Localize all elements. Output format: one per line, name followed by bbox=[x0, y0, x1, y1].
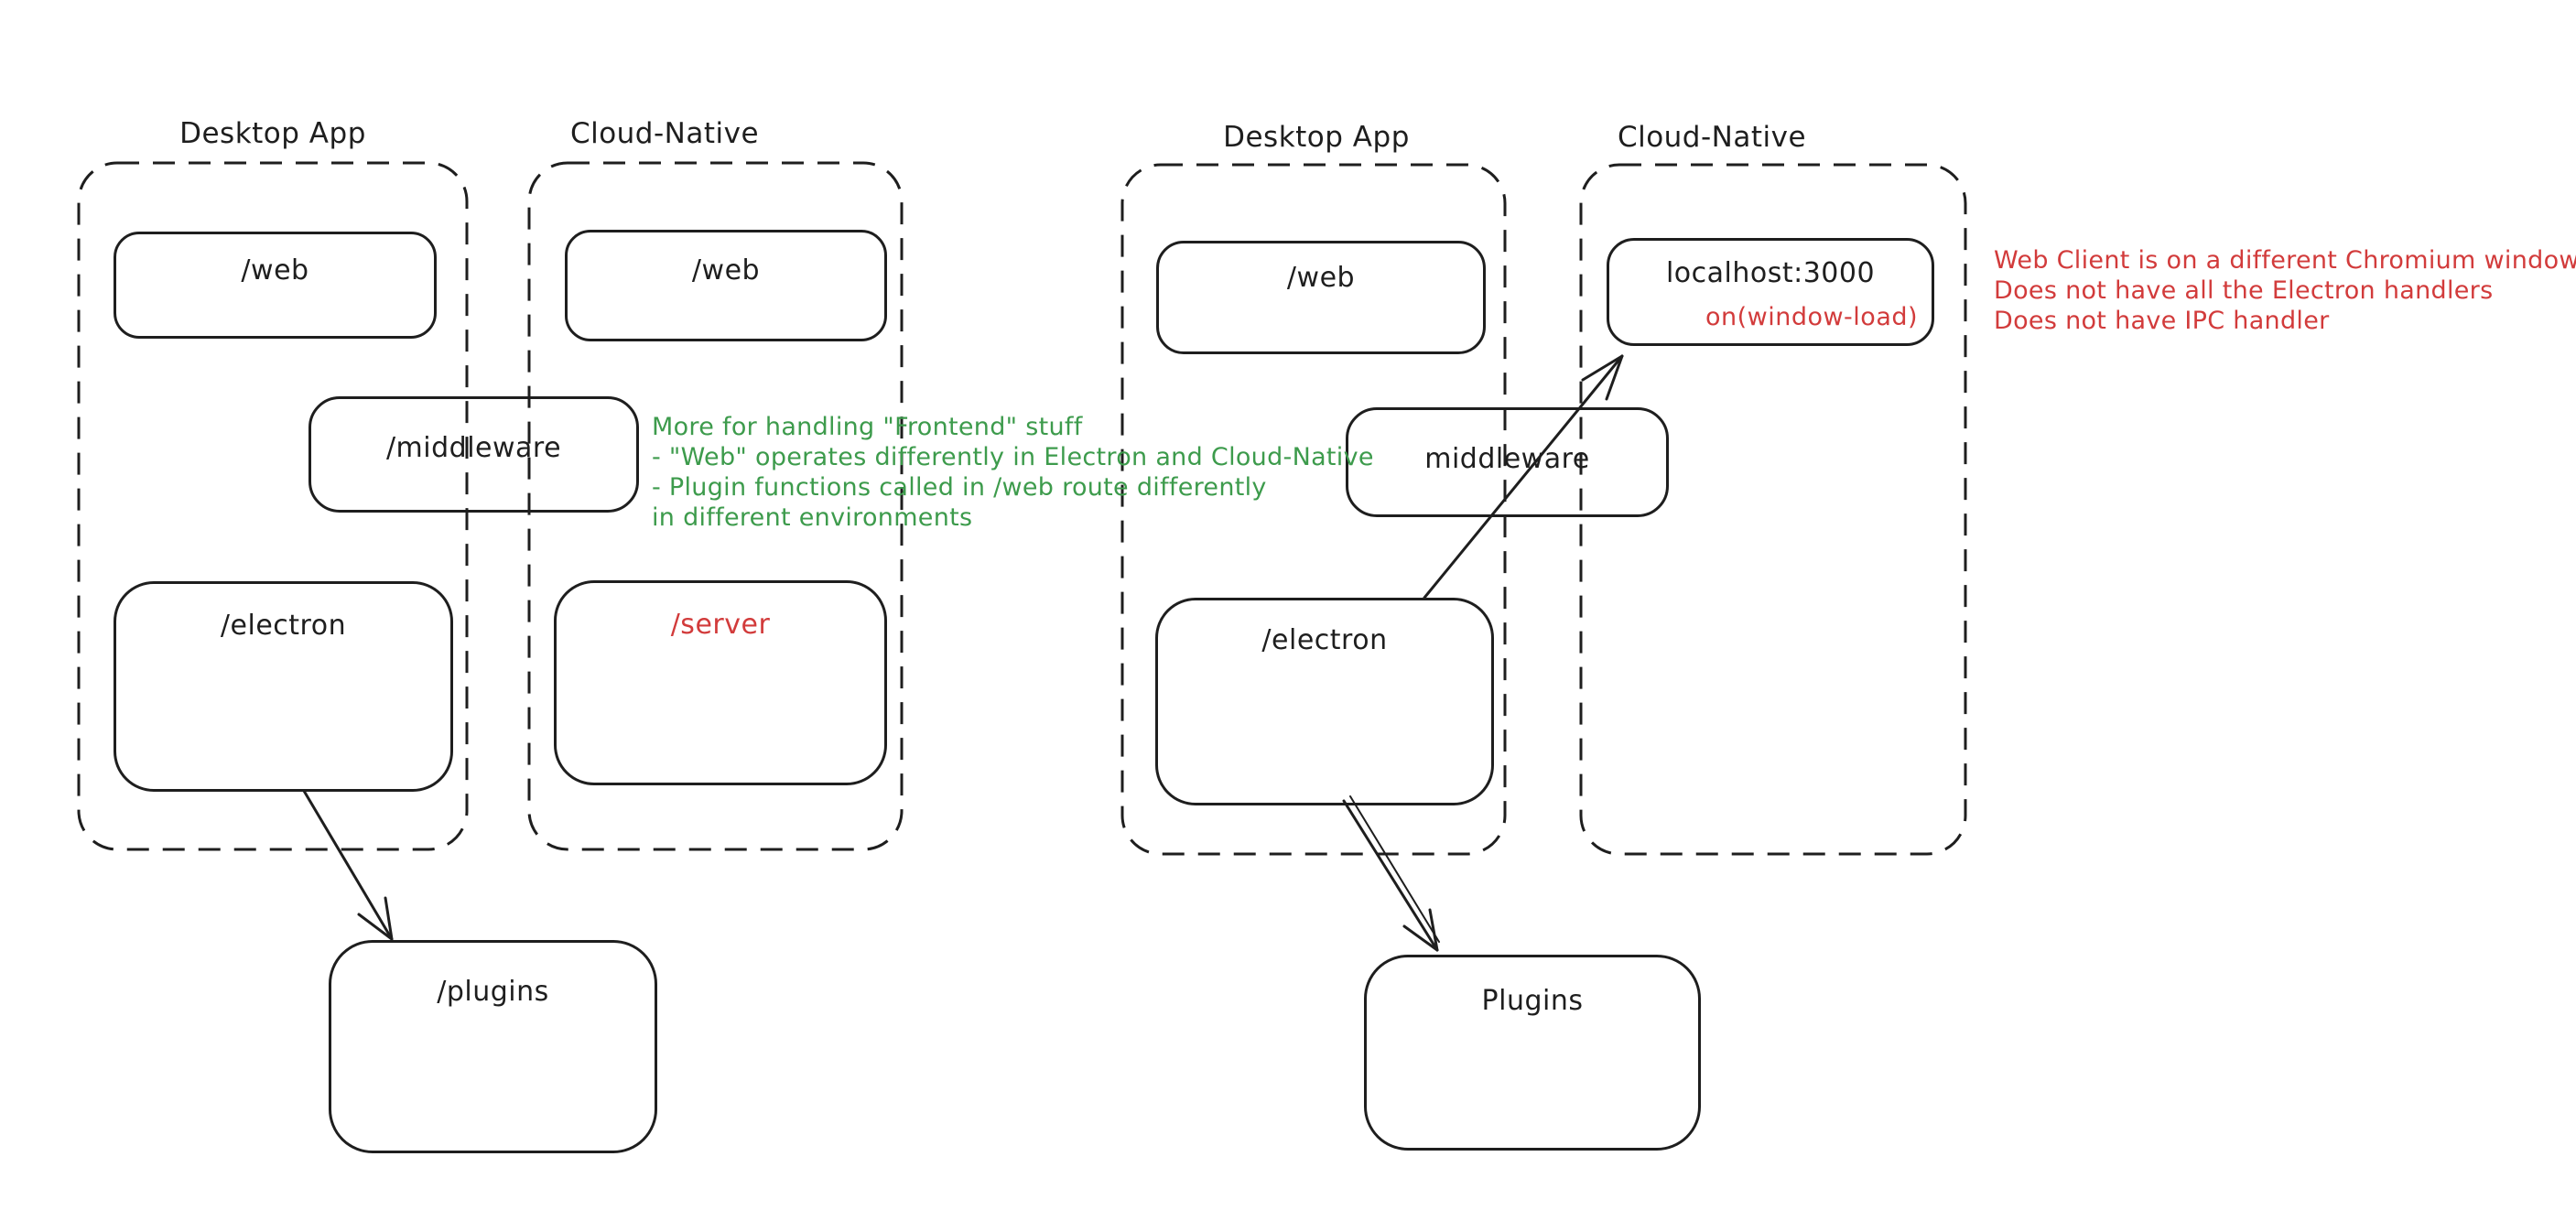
right-plugins-box[interactable]: Plugins bbox=[1364, 955, 1701, 1151]
right-web-box-label: /web bbox=[1286, 262, 1356, 294]
green-note-line: in different environments bbox=[652, 503, 973, 532]
right-electron-box-label: /electron bbox=[1261, 624, 1388, 656]
right-web-box[interactable]: /web bbox=[1156, 241, 1486, 354]
red-note-line: Web Client is on a different Chromium wi… bbox=[1994, 246, 2576, 275]
left-electron-box[interactable]: /electron bbox=[114, 581, 453, 792]
left-plugins-box[interactable]: /plugins bbox=[329, 940, 657, 1153]
right-desktop-app-label[interactable]: Desktop App bbox=[1223, 121, 1410, 154]
red-note-line: Does not have all the Electron handlers bbox=[1994, 276, 2494, 305]
right-plugins-box-label: Plugins bbox=[1481, 985, 1584, 1017]
left-middleware-box-label: /middleware bbox=[385, 432, 562, 464]
green-note-line: More for handling "Frontend" stuff bbox=[652, 413, 1083, 441]
green-note-line: - "Web" operates differently in Electron… bbox=[652, 443, 1374, 471]
left-desktop-app-label[interactable]: Desktop App bbox=[179, 117, 366, 150]
left-plugins-box-label: /plugins bbox=[437, 976, 549, 1008]
left-web-desktop-box[interactable]: /web bbox=[114, 232, 437, 339]
right-middleware-box-label: middleware bbox=[1424, 443, 1590, 475]
right-middleware-box[interactable]: middleware bbox=[1346, 407, 1669, 517]
left-middleware-box[interactable]: /middleware bbox=[308, 396, 639, 513]
arrow-left-electron-to-plugins[interactable] bbox=[302, 789, 394, 941]
red-annotation-note[interactable]: Web Client is on a different Chromium wi… bbox=[1994, 245, 2576, 336]
right-window-load-label: on(window-load) bbox=[1705, 303, 1919, 331]
left-web-cloud-box[interactable]: /web bbox=[565, 230, 887, 341]
left-web-cloud-box-label: /web bbox=[691, 254, 761, 286]
right-localhost-box[interactable]: localhost:3000 on(window-load) bbox=[1607, 238, 1934, 346]
green-note-line: - Plugin functions called in /web route … bbox=[652, 473, 1267, 502]
green-annotation-note[interactable]: More for handling "Frontend" stuff - "We… bbox=[652, 412, 1374, 533]
left-web-desktop-box-label: /web bbox=[241, 254, 309, 286]
left-electron-box-label: /electron bbox=[220, 610, 347, 642]
left-server-box-label: /server bbox=[670, 609, 771, 641]
right-localhost-box-label: localhost:3000 bbox=[1665, 257, 1876, 289]
right-electron-box[interactable]: /electron bbox=[1155, 598, 1494, 805]
right-cloud-native-label[interactable]: Cloud-Native bbox=[1617, 121, 1807, 154]
left-cloud-native-label[interactable]: Cloud-Native bbox=[569, 117, 760, 150]
left-server-box[interactable]: /server bbox=[554, 580, 887, 785]
arrow-right-electron-to-plugins[interactable] bbox=[1342, 795, 1440, 952]
red-note-line: Does not have IPC handler bbox=[1994, 307, 2330, 335]
